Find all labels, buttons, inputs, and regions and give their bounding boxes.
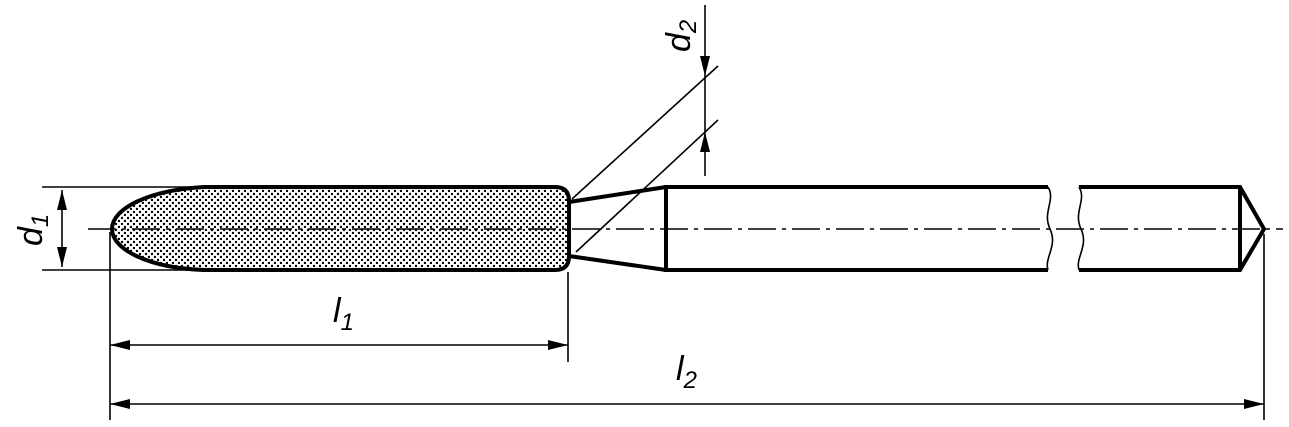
dimension-l1: l1 [109,232,569,420]
l2-label: l [676,350,685,388]
l1-label: l [333,292,342,330]
d1-subscript: 1 [27,214,54,227]
shank-segment-2 [1079,185,1267,272]
l2-subscript: 2 [683,367,697,394]
d2-subscript: 2 [675,20,702,34]
tapered-neck [568,185,667,272]
d2-label: d [660,32,698,52]
svg-text:d1: d1 [12,214,54,246]
svg-text:d2: d2 [660,20,702,52]
dimension-d1: d1 [12,186,204,271]
svg-text:l1: l1 [333,292,354,336]
l1-subscript: 1 [341,309,354,336]
dimension-d2: d2 [571,5,719,253]
dimension-l2: l2 [110,234,1265,420]
d1-label: d [12,226,50,246]
svg-text:l2: l2 [676,350,697,394]
